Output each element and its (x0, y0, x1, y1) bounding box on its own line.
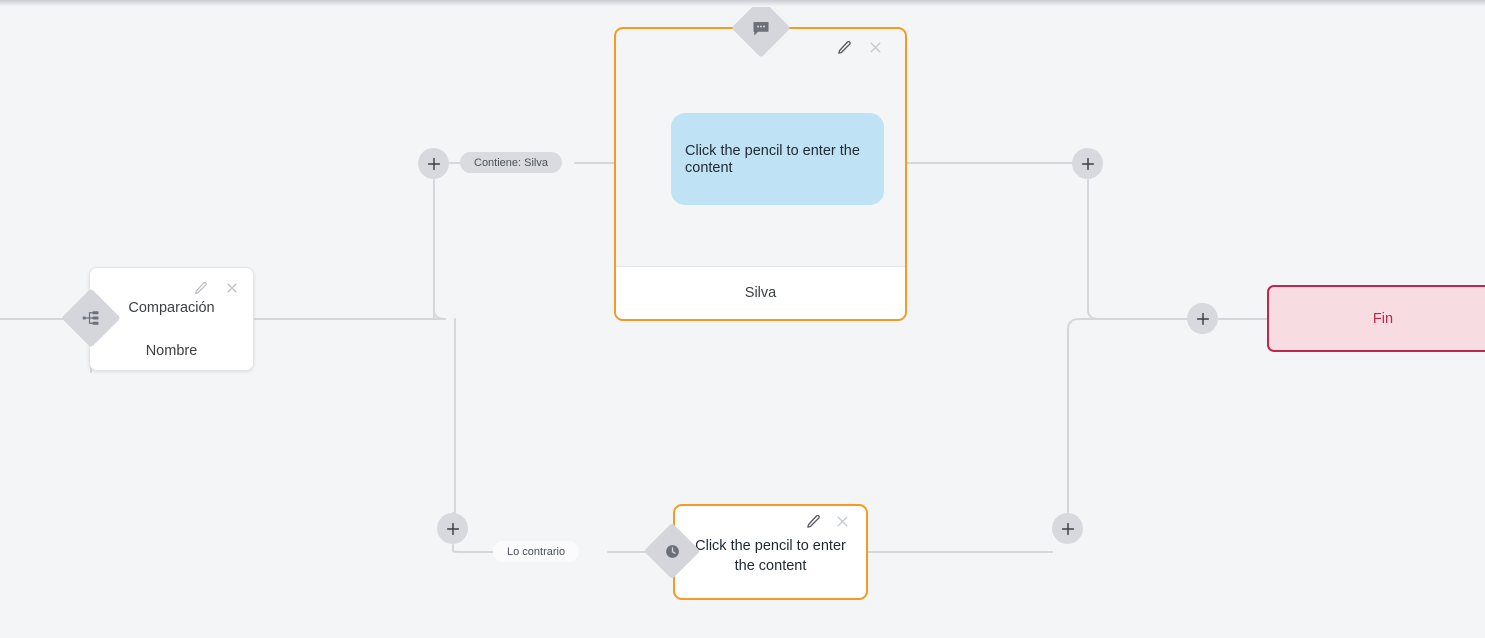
close-icon[interactable] (868, 40, 883, 55)
sitemap-icon-badge[interactable] (61, 288, 121, 348)
node-message-bottom[interactable]: Click the pencil to enter the content (673, 504, 868, 600)
node-message-top-footer: Silva (616, 266, 905, 319)
edge-label-lo-contrario-text: Lo contrario (507, 545, 566, 558)
card-tools (806, 514, 850, 529)
edge-label-contiene[interactable]: Contiene: Silva (460, 152, 562, 173)
add-node-button-bottom-left[interactable] (437, 513, 468, 544)
close-icon[interactable] (835, 514, 850, 529)
card-tools (837, 40, 883, 55)
edge-bottomright-corner (1067, 318, 1080, 331)
edge-bottomplus-corner (452, 550, 465, 553)
edge-corner-top (433, 309, 446, 320)
chat-bubble-icon (751, 18, 771, 38)
node-comparacion-subtitle: Nombre (145, 343, 198, 359)
node-comparacion-title: Comparación (128, 300, 215, 316)
pencil-icon[interactable] (837, 40, 852, 55)
edge-label-contiene-text: Contiene: Silva (474, 156, 548, 169)
chat-bubble-icon-badge[interactable] (731, 0, 791, 58)
add-node-button-bottom-right[interactable] (1052, 513, 1083, 544)
node-message-top[interactable]: Click the pencil to enter the content Si… (614, 27, 907, 321)
edge-label-lo-contrario[interactable]: Lo contrario (493, 541, 580, 562)
message-text-bottom: Click the pencil to enter the content (695, 538, 846, 574)
edge-topright-corner (1087, 309, 1100, 320)
clock-icon-badge[interactable] (643, 522, 701, 580)
node-comparacion-labels: Comparación Nombre (90, 297, 253, 362)
node-fin-label: Fin (1372, 310, 1394, 327)
viewport-top-strip (0, 0, 1485, 7)
sitemap-icon (81, 308, 101, 328)
message-bubble-top: Click the pencil to enter the content (671, 113, 884, 205)
pencil-icon[interactable] (806, 514, 821, 529)
pencil-icon[interactable] (194, 281, 208, 295)
close-icon[interactable] (225, 281, 239, 295)
add-node-button-top-right[interactable] (1072, 148, 1103, 179)
clock-icon (662, 541, 682, 561)
add-node-button-before-fin[interactable] (1187, 303, 1218, 334)
node-fin[interactable]: Fin (1267, 285, 1485, 352)
add-node-button-top-left[interactable] (418, 148, 449, 179)
card-tools (194, 281, 239, 295)
